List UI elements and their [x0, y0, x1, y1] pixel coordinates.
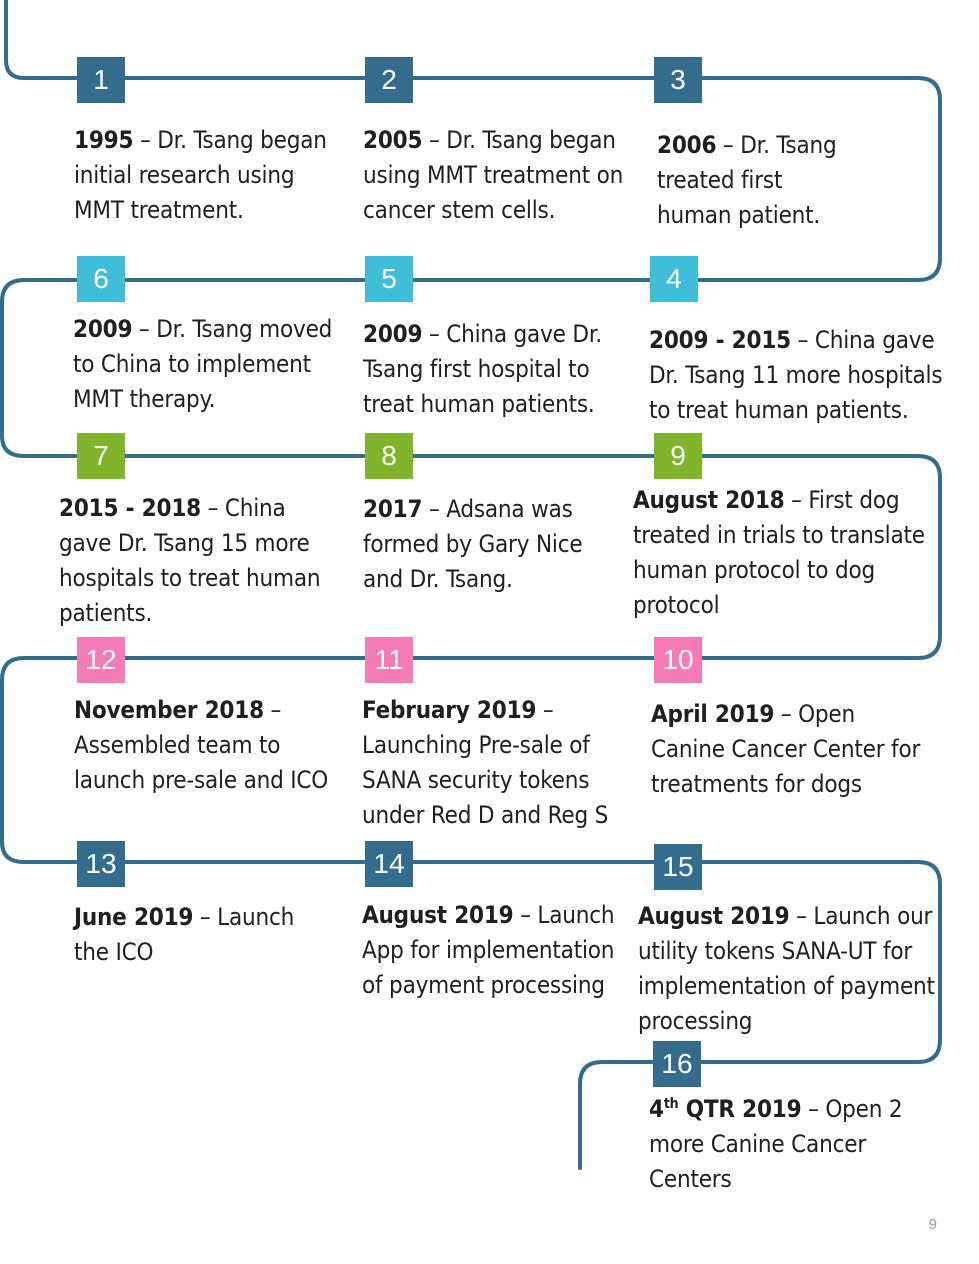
- milestone-badge-13: 13: [77, 841, 125, 887]
- milestone-badge-10: 10: [654, 637, 702, 683]
- milestone-badge-4: 4: [650, 256, 698, 302]
- milestone-text: – Dr. Tsang treated first human patient.: [657, 131, 837, 229]
- milestone-13: June 2019 – Launch the ICO: [74, 900, 304, 970]
- milestone-date: 2009: [363, 320, 423, 348]
- milestone-5: 2009 – China gave Dr. Tsang first hospit…: [363, 317, 603, 422]
- milestone-badge-11: 11: [365, 637, 413, 683]
- milestone-badge-14: 14: [365, 841, 413, 887]
- milestone-16: 4th QTR 2019 – Open 2 more Canine Cancer…: [649, 1092, 914, 1197]
- milestone-text: – Launch our utility tokens SANA-UT for …: [638, 902, 935, 1035]
- milestone-badge-6: 6: [77, 256, 125, 302]
- milestone-date: August 2018: [633, 486, 785, 514]
- milestone-11: February 2019 – Launching Pre-sale of SA…: [362, 693, 620, 833]
- milestone-text: – Assembled team to launch pre-sale and …: [74, 696, 329, 794]
- milestone-badge-8: 8: [365, 433, 413, 479]
- milestone-text: – Launch the ICO: [74, 903, 295, 966]
- milestone-badge-2: 2: [365, 57, 413, 103]
- milestone-text: – Open 2 more Canine Cancer Centers: [649, 1095, 903, 1193]
- milestone-10: April 2019 – Open Canine Cancer Center f…: [651, 697, 933, 802]
- milestone-date: 2017: [363, 495, 423, 523]
- milestone-badge-9: 9: [654, 433, 702, 479]
- milestone-2: 2005 – Dr. Tsang began using MMT treatme…: [363, 123, 625, 228]
- milestone-15: August 2019 – Launch our utility tokens …: [638, 899, 938, 1039]
- milestone-text: – China gave Dr. Tsang 15 more hospitals…: [59, 494, 321, 627]
- milestone-14: August 2019 – Launch App for implementat…: [362, 898, 622, 1003]
- milestone-date: April 2019: [651, 700, 775, 728]
- milestone-text: – China gave Dr. Tsang 11 more hospitals…: [649, 326, 943, 424]
- milestone-date: 2015 - 2018: [59, 494, 201, 522]
- milestone-date: June 2019: [74, 903, 194, 931]
- milestone-text: – First dog treated in trials to transla…: [633, 486, 925, 619]
- milestone-badge-7: 7: [77, 433, 125, 479]
- milestone-date: 4th QTR 2019: [649, 1095, 802, 1123]
- milestone-text: – Launching Pre-sale of SANA security to…: [362, 696, 609, 829]
- milestone-text: – China gave Dr. Tsang first hospital to…: [363, 320, 602, 418]
- milestone-badge-1: 1: [77, 57, 125, 103]
- milestone-date-sup: th: [663, 1096, 679, 1112]
- milestone-6: 2009 – Dr. Tsang moved to China to imple…: [73, 312, 338, 417]
- milestone-text: – Launch App for implementation of payme…: [362, 901, 615, 999]
- milestone-3: 2006 – Dr. Tsang treated first human pat…: [657, 128, 862, 233]
- milestone-badge-3: 3: [654, 57, 702, 103]
- milestone-text: – Open Canine Cancer Center for treatmen…: [651, 700, 921, 798]
- milestone-4: 2009 - 2015 – China gave Dr. Tsang 11 mo…: [649, 323, 964, 428]
- milestone-date-rest: QTR 2019: [678, 1095, 802, 1123]
- milestone-date: August 2019: [362, 901, 514, 929]
- milestone-badge-15: 15: [654, 844, 702, 890]
- milestone-8: 2017 – Adsana was formed by Gary Nice an…: [363, 492, 593, 597]
- milestone-9: August 2018 – First dog treated in trial…: [633, 483, 938, 623]
- page-number: 9: [928, 1216, 937, 1233]
- milestone-badge-5: 5: [365, 256, 413, 302]
- milestone-text: – Dr. Tsang moved to China to implement …: [73, 315, 333, 413]
- milestone-date: 2006: [657, 131, 717, 159]
- milestone-date-main: 4: [649, 1095, 664, 1123]
- milestone-date: 2009: [73, 315, 133, 343]
- milestone-date: November 2018: [74, 696, 264, 724]
- milestone-badge-16: 16: [653, 1041, 701, 1087]
- milestone-text: – Adsana was formed by Gary Nice and Dr.…: [363, 495, 583, 593]
- milestone-1: 1995 – Dr. Tsang began initial research …: [74, 123, 346, 228]
- milestone-date: 2005: [363, 126, 423, 154]
- milestone-date: August 2019: [638, 902, 790, 930]
- milestone-12: November 2018 – Assembled team to launch…: [74, 693, 339, 798]
- milestone-badge-12: 12: [77, 637, 125, 683]
- milestone-date: February 2019: [362, 696, 537, 724]
- milestone-text: – Dr. Tsang began initial research using…: [74, 126, 327, 224]
- milestone-text: – Dr. Tsang began using MMT treatment on…: [363, 126, 624, 224]
- milestone-7: 2015 - 2018 – China gave Dr. Tsang 15 mo…: [59, 491, 339, 631]
- milestone-date: 2009 - 2015: [649, 326, 791, 354]
- milestone-date: 1995: [74, 126, 134, 154]
